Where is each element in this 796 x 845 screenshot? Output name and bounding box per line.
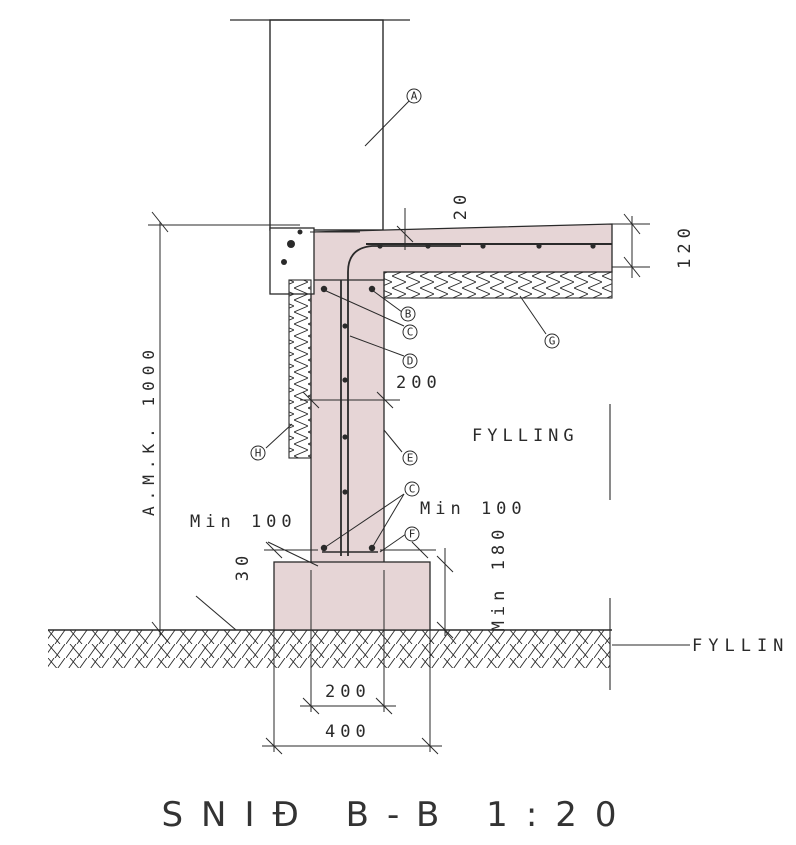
ground-hatch — [48, 630, 610, 668]
dim-footing-width: 400 — [325, 722, 371, 742]
callout-d: D — [407, 355, 414, 368]
callout-c-lower: C — [409, 483, 416, 496]
callout-f: F — [409, 528, 416, 541]
dim-slab-thickness: 120 — [675, 223, 695, 269]
drawing-title: SNIÐ B-B 1:20 — [161, 795, 634, 835]
callout-c: C — [407, 326, 414, 339]
label-fill-inside: FYLLING — [472, 426, 579, 446]
dim-min-left: Min 100 — [190, 512, 297, 532]
dim-min-depth: Min 180 — [489, 525, 509, 632]
callout-e: E — [407, 452, 414, 465]
dim-footing-wall-width: 200 — [325, 682, 371, 702]
dim-wall-width: 200 — [396, 373, 442, 393]
footing — [273, 561, 431, 631]
callout-g: G — [549, 335, 556, 348]
hook-rebar — [347, 245, 461, 556]
upper-wall — [269, 19, 384, 231]
wall-insulation — [288, 279, 312, 459]
dim-height: A.M.K. 1000 — [139, 344, 158, 516]
slab-insulation — [383, 271, 613, 299]
callout-markers — [250, 88, 560, 542]
callout-h: H — [255, 447, 262, 460]
label-fill-outside: FYLLIN — [692, 636, 789, 656]
dim-footing-cover: 30 — [233, 551, 253, 581]
callout-b: B — [405, 308, 412, 321]
dim-slab-cover: 20 — [451, 190, 471, 220]
callout-a: A — [411, 90, 418, 103]
dim-min-right: Min 100 — [420, 499, 527, 519]
